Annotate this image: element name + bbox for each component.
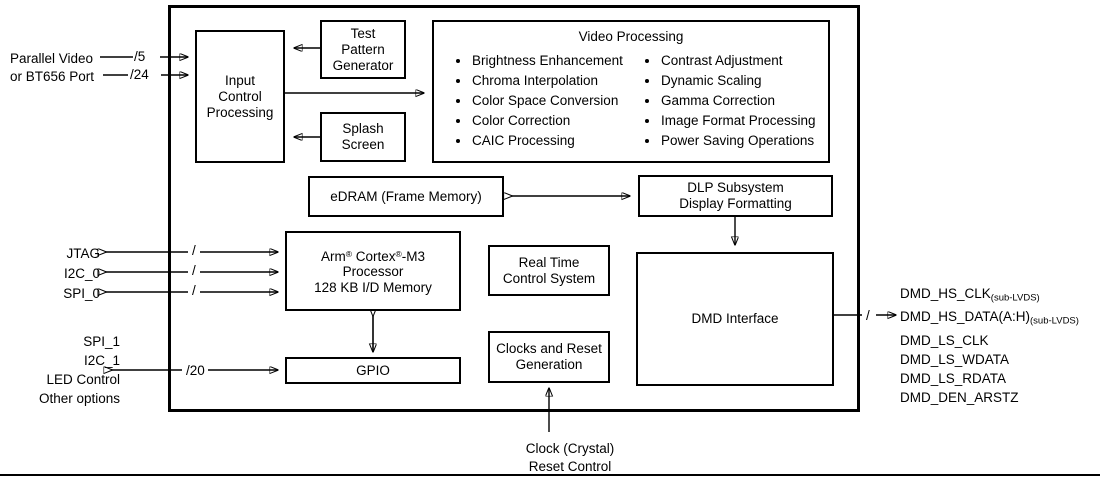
cortex-word: Cortex — [351, 248, 396, 264]
signal-subscript: (sub-LVDS) — [990, 292, 1040, 304]
registered-mark: ® — [345, 248, 352, 259]
splash-screen-line-2: Screen — [341, 137, 385, 152]
block-input-control-processing[interactable]: Input Control Processing — [195, 30, 285, 163]
port-label-i2c-1: I2C_1 — [83, 353, 120, 368]
video-processing-column-right: Contrast Adjustment Dynamic Scaling Gamm… — [639, 51, 828, 151]
block-clocks-and-reset-generation[interactable]: Clocks and Reset Generation — [488, 331, 610, 383]
bus-width-5: /5 — [134, 49, 146, 64]
block-real-time-control-system[interactable]: Real Time Control System — [488, 245, 610, 296]
video-feature-item: Dynamic Scaling — [639, 71, 828, 91]
gpio-label: GPIO — [356, 362, 390, 378]
clocks-reset-line-1: Clocks and Reset — [496, 341, 602, 356]
port-label-group-dmd: DMD_HS_CLK(sub-LVDS) DMD_HS_DATA(A:H)(su… — [900, 284, 1079, 407]
port-label-reset-control: Reset Control — [528, 459, 612, 474]
video-processing-column-left: Brightness Enhancement Chroma Interpolat… — [450, 51, 639, 151]
block-video-processing[interactable]: Video Processing Brightness Enhancement … — [432, 20, 830, 163]
port-label-dmd-ls-clk: DMD_LS_CLK — [900, 332, 989, 348]
signal-name: DMD_HS_CLK — [900, 286, 991, 301]
port-label-clock-crystal: Clock (Crystal) — [525, 441, 615, 456]
bus-width-spi-0: / — [192, 283, 196, 298]
video-feature-item: Image Format Processing — [639, 111, 828, 131]
dlp-subsystem-line-1: DLP Subsystem — [687, 180, 784, 195]
bus-width-i2c-0: / — [192, 263, 196, 278]
page-footer-rule — [0, 474, 1100, 476]
block-gpio[interactable]: GPIO — [285, 357, 461, 384]
port-label-dmd-den-arstz: DMD_DEN_ARSTZ — [900, 389, 1019, 405]
port-label-dmd-ls-rdata: DMD_LS_RDATA — [900, 370, 1007, 386]
test-pattern-line-1: Test — [350, 25, 376, 41]
port-label-i2c-0: I2C_0 — [63, 266, 100, 281]
block-test-pattern-generator[interactable]: Test Pattern Generator — [320, 20, 406, 79]
port-label-dmd-hs-clk: DMD_HS_CLK(sub-LVDS) — [900, 284, 1079, 307]
clocks-reset-line-2: Generation — [515, 357, 583, 372]
signal-name: DMD_HS_DATA(A:H) — [900, 309, 1031, 325]
port-label-clock-reset: Clock (Crystal) Reset Control — [440, 440, 700, 476]
port-label-dmd-ls-wdata: DMD_LS_WDATA — [900, 351, 1010, 367]
splash-screen-line-1: Splash — [342, 121, 384, 136]
arm-cortex-line-2: Processor — [342, 264, 404, 280]
video-feature-item: Power Saving Operations — [639, 131, 828, 151]
port-label-group-gpio: SPI_1 I2C_1 LED Control Other options — [0, 332, 120, 408]
input-control-line-2: Control — [218, 88, 262, 104]
block-dmd-interface[interactable]: DMD Interface — [636, 252, 834, 386]
arm-cortex-line-1: Arm® Cortex®-M3 — [291, 246, 455, 265]
port-label-dmd-hs-data: DMD_HS_DATA(A:H)(sub-LVDS) — [900, 307, 1079, 330]
dlp-subsystem-line-2: Display Formatting — [679, 196, 792, 211]
arm-cortex-line-3: 128 KB I/D Memory — [314, 280, 432, 296]
dmd-interface-label: DMD Interface — [691, 311, 779, 326]
input-control-line-3: Processing — [206, 104, 274, 120]
registered-mark: ® — [395, 248, 402, 259]
bus-width-jtag: / — [192, 243, 196, 258]
test-pattern-line-3: Generator — [332, 57, 394, 73]
video-feature-item: Brightness Enhancement — [450, 51, 639, 71]
port-label-spi-1: SPI_1 — [83, 334, 120, 349]
arm-word: Arm — [320, 248, 346, 264]
port-label-spi-0: SPI_0 — [63, 286, 100, 301]
port-label-other-options: Other options — [38, 391, 120, 406]
port-label-jtag: JTAG — [66, 246, 101, 261]
video-feature-item: Color Space Conversion — [450, 91, 639, 111]
video-feature-item: Gamma Correction — [639, 91, 828, 111]
port-label-parallel-video: Parallel Video — [10, 51, 94, 66]
video-feature-item: Color Correction — [450, 111, 639, 131]
video-feature-item: CAIC Processing — [450, 131, 639, 151]
bus-width-dmd: / — [866, 308, 870, 323]
port-label-bt656-port: or BT656 Port — [10, 69, 95, 84]
block-splash-screen[interactable]: Splash Screen — [320, 112, 406, 162]
signal-subscript: (sub-LVDS) — [1030, 315, 1079, 327]
bus-width-20: /20 — [186, 363, 205, 378]
bus-width-24: /24 — [130, 67, 149, 82]
m3-suffix: -M3 — [401, 248, 426, 264]
port-label-led-control: LED Control — [46, 372, 120, 387]
block-arm-cortex-m3-processor[interactable]: Arm® Cortex®-M3 Processor 128 KB I/D Mem… — [285, 231, 461, 311]
block-dlp-subsystem-display-formatting[interactable]: DLP Subsystem Display Formatting — [638, 175, 833, 217]
real-time-line-1: Real Time — [518, 254, 580, 270]
block-edram-frame-memory[interactable]: eDRAM (Frame Memory) — [308, 176, 504, 217]
test-pattern-line-2: Pattern — [341, 41, 385, 57]
input-control-line-1: Input — [224, 72, 256, 88]
video-processing-title: Video Processing — [578, 29, 684, 44]
video-feature-item: Chroma Interpolation — [450, 71, 639, 91]
edram-label: eDRAM (Frame Memory) — [330, 188, 482, 204]
video-feature-item: Contrast Adjustment — [639, 51, 828, 71]
real-time-line-2: Control System — [502, 270, 596, 286]
